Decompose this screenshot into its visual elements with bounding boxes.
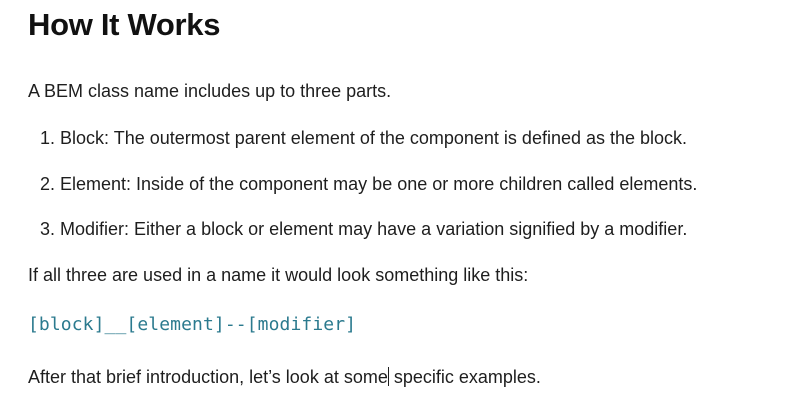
section-heading: How It Works — [28, 7, 221, 42]
closing-paragraph[interactable]: After that brief introduction, let’s loo… — [28, 364, 541, 390]
closing-text-after-cursor: specific examples. — [388, 367, 541, 387]
list-item-modifier: 3. Modifier: Either a block or element m… — [28, 216, 687, 242]
list-item-number: 1. — [39, 128, 55, 148]
bem-naming-code-sample: [block]__[element]--[modifier] — [28, 314, 357, 335]
list-item-element: 2. Element: Inside of the component may … — [28, 171, 697, 197]
example-lead-paragraph: If all three are used in a name it would… — [28, 265, 529, 285]
list-item-text: Modifier: Either a block or element may … — [60, 219, 688, 239]
intro-paragraph: A BEM class name includes up to three pa… — [28, 81, 392, 101]
list-item-text: Element: Inside of the component may be … — [60, 174, 698, 194]
list-item-number: 2. — [39, 174, 55, 194]
text-cursor — [387, 367, 389, 386]
list-item-number: 3. — [39, 219, 55, 239]
list-item-text: Block: The outermost parent element of t… — [60, 128, 688, 148]
closing-text-before-cursor: After that brief introduction, let’s loo… — [28, 367, 388, 387]
list-item-block: 1. Block: The outermost parent element o… — [28, 125, 687, 151]
